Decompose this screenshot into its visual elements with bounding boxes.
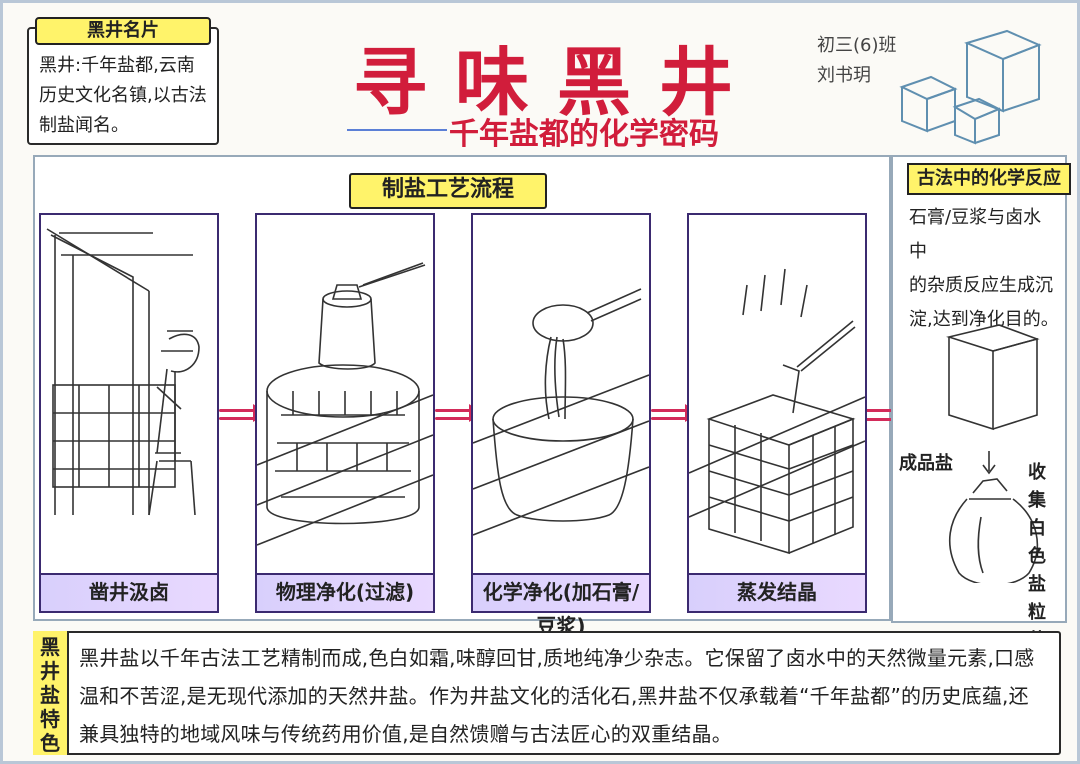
salt-illustration: [946, 324, 1040, 583]
profile-card: 黑井名片 黑井:千年盐都,云南 历史文化名镇,以古法 制盐闻名。: [27, 17, 219, 145]
feature-text: 黑井盐以千年古法工艺精制而成,色白如霜,味醇回甘,质地纯净少杂志。它保留了卤水中…: [79, 646, 1035, 746]
step-caption-3: 化学净化(加石膏/豆浆): [473, 573, 649, 638]
reaction-title: 古法中的化学反应: [907, 163, 1071, 195]
credit-class: 初三(6)班: [817, 35, 897, 56]
credit-name: 刘书玥: [817, 65, 871, 86]
cube-illustration: [899, 29, 1042, 145]
filter-illustration: [257, 262, 433, 546]
reaction-text: 石膏/豆浆与卤水中 的杂质反应生成沉 淀,达到净化目的。: [909, 207, 1059, 330]
subtitle-line: [347, 129, 447, 131]
purification-illustration: [473, 288, 649, 536]
page-subtitle: 千年盐都的化学密码: [449, 117, 719, 152]
credits: 初三(6)班 刘书玥: [817, 31, 907, 91]
step-caption-1: 凿井汲卤: [41, 573, 217, 611]
process-label: 制盐工艺流程: [349, 173, 547, 209]
profile-card-title: 黑井名片: [35, 17, 211, 45]
step-caption-2: 物理净化(过滤): [257, 573, 433, 611]
feature-box: [33, 631, 1061, 755]
step-panel-2: 物理净化(过滤): [255, 213, 435, 613]
step-caption-4: 蒸发结晶: [689, 573, 865, 611]
finished-salt-label: 成品盐: [899, 453, 953, 474]
step-panel-3: 化学净化(加石膏/豆浆): [471, 213, 651, 638]
feature-side-label: 黑 井 盐 特 色: [33, 631, 69, 755]
step-panel-1: 凿井汲卤: [39, 213, 219, 613]
header: 黑井名片 黑井:千年盐都,云南 历史文化名镇,以古法 制盐闻名。 寻味黑井 千年…: [17, 17, 1065, 152]
step-panel-4: 蒸发结晶: [687, 213, 867, 613]
well-illustration: [46, 228, 200, 516]
evaporation-illustration: [689, 268, 865, 555]
page-title: 寻味黑井: [353, 40, 761, 126]
profile-card-text: 黑井:千年盐都,云南 历史文化名镇,以古法 制盐闻名。: [39, 55, 207, 136]
